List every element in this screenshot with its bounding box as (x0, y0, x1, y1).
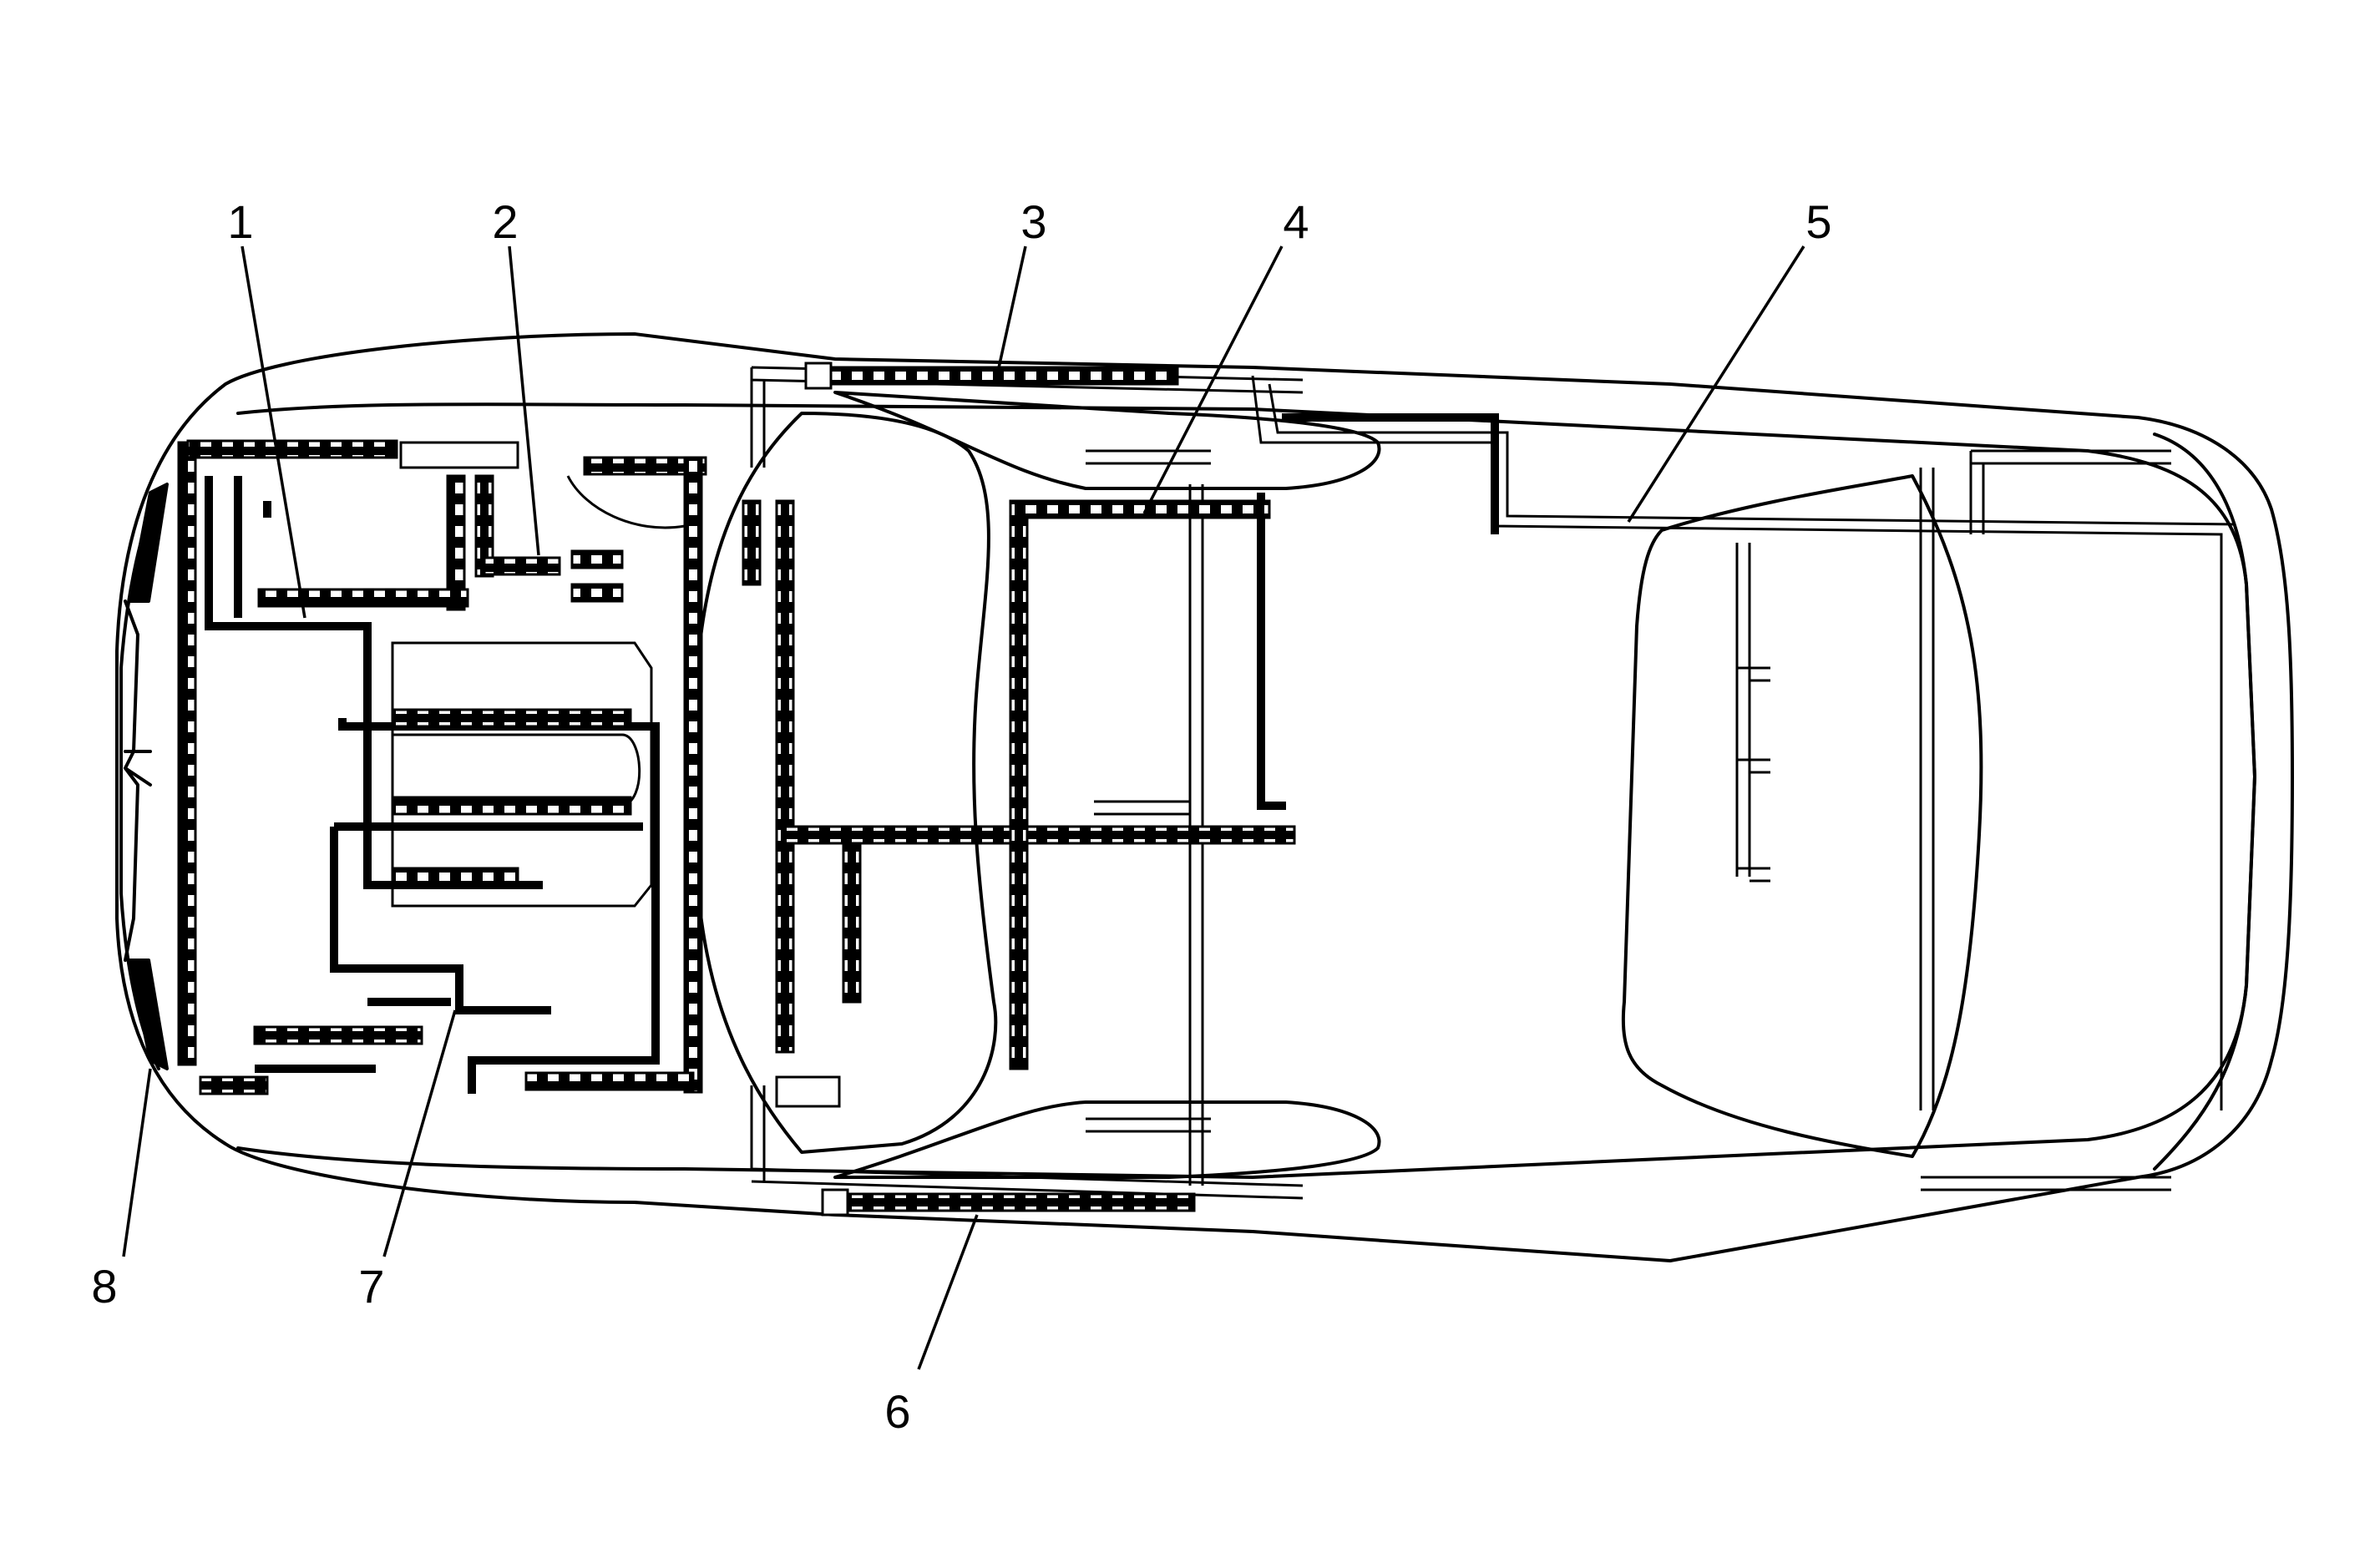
callout-7: 7 (358, 1260, 384, 1313)
callout-5: 5 (1805, 195, 1831, 248)
callout-2: 2 (492, 195, 518, 248)
harness-front-top (186, 439, 398, 459)
callout-6: 6 (884, 1385, 910, 1438)
grille-bars (124, 599, 152, 962)
route-rear-pillar-left (1919, 468, 1935, 1110)
leader-6 (917, 1214, 979, 1370)
connector-bulkhead-lower (775, 1075, 841, 1108)
side-mirror-right (833, 1100, 1381, 1179)
leader-2 (508, 245, 540, 556)
harness-front-lower (255, 998, 451, 1073)
leader-3 (996, 245, 1027, 372)
harness-fuse-branch (483, 556, 561, 576)
rear-bumper-line (2153, 432, 2256, 1171)
harness-ip-drop (842, 842, 862, 1004)
callout-1: 1 (227, 195, 253, 248)
callout-3: 3 (1020, 195, 1046, 248)
leader-8 (122, 1068, 152, 1257)
route-mid-left (1086, 449, 1211, 1133)
harness-cylinders-bottom (391, 796, 632, 816)
route-door-bottom (750, 1085, 1304, 1200)
harness-bulkhead (775, 499, 795, 1054)
harness-engine-right-rail (683, 456, 703, 1094)
leader-5 (1627, 245, 1805, 523)
callout-4: 4 (1283, 195, 1309, 248)
harness-bulkhead-left (742, 499, 762, 586)
harness-front-lower-left (253, 1025, 423, 1045)
vehicle-body-outline (115, 332, 2294, 1262)
harness-door-left (825, 366, 1179, 386)
engine-cylinders (392, 733, 641, 807)
connector-front-top (399, 441, 519, 469)
callout-8: 8 (91, 1260, 117, 1313)
harness-front-lower-step (199, 1075, 269, 1095)
harness-cylinders-top (391, 708, 632, 728)
harness-body-top (1017, 499, 1271, 519)
route-rear-bottom (1921, 1176, 2171, 1191)
connector-door-left (804, 362, 833, 390)
harness-engine-cross (257, 588, 469, 608)
harness-door-right (842, 1192, 1196, 1212)
harness-fuse-block-vertical (474, 474, 494, 578)
route-rear-top (1969, 449, 2171, 534)
connector-door-right (821, 1188, 849, 1217)
route-rear-cross (1735, 543, 1770, 883)
rear-window (1621, 474, 1983, 1158)
harness-small-block-a (570, 549, 624, 569)
harness-engine-mid-vertical (446, 474, 466, 611)
leader-7 (382, 1009, 457, 1257)
route-dash-cross (1094, 800, 1190, 816)
leader-1 (241, 245, 306, 619)
windshield (691, 412, 998, 1154)
engine-block (391, 641, 653, 908)
engine-intake-tube (566, 475, 686, 529)
harness-left-frame-rail (177, 441, 197, 1066)
harness-instrument-panel (783, 825, 1296, 845)
harness-engine-fuse-top (583, 456, 707, 476)
harness-engine-lower (330, 822, 643, 1014)
front-light-left (128, 483, 169, 603)
harness-engine-bottom (524, 1071, 695, 1091)
leader-4 (1142, 245, 1284, 514)
front-light-right (128, 959, 169, 1070)
harness-small-block-b (570, 583, 624, 603)
harness-dash-right (1257, 493, 1286, 810)
harness-left-upper (234, 476, 271, 618)
harness-roof-segment (1282, 413, 1499, 534)
harness-engine-loop (338, 718, 660, 1094)
route-roof-left-inner (1268, 383, 2235, 526)
harness-engine-low-branch (391, 867, 519, 887)
harness-body-left (1009, 499, 1029, 1070)
